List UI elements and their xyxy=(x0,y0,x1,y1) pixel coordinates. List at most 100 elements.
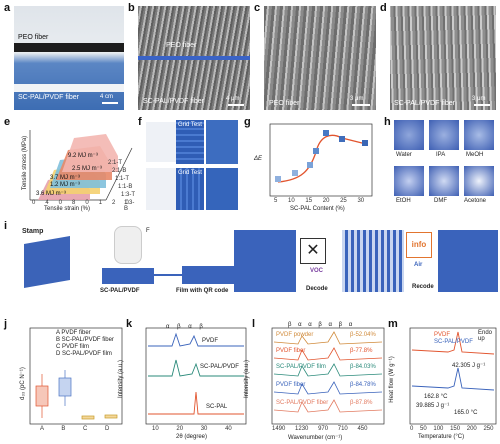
e-xticks: 04080120 xyxy=(32,200,139,206)
grid-tile xyxy=(176,120,204,164)
k-peaks: α β α β xyxy=(166,324,203,330)
scale-text: 4 μm xyxy=(226,96,240,102)
l-peaks: β α α β α β α xyxy=(288,322,353,328)
m-annot-1: 42.305 J g⁻¹ xyxy=(452,363,486,369)
l-series-3: SC-PAL/PVDF film xyxy=(276,364,326,370)
l-fraction-4: β-84.78% xyxy=(350,382,376,388)
film-qr-icon xyxy=(182,266,236,284)
brush-icon xyxy=(146,122,176,162)
prop-tick-2: 2:1-B xyxy=(112,168,127,174)
panel-m-dsc: PVDF SC-PAL/PVDF 42.305 J g⁻¹ 162.8 °C 3… xyxy=(389,320,498,442)
series-1 xyxy=(273,331,383,345)
press-icon xyxy=(114,226,142,264)
voc-label: VOC xyxy=(310,268,324,274)
grid-tile-brush xyxy=(206,120,238,164)
prop-tick-1: 2:1-T xyxy=(108,160,123,166)
scpal-fiber-label: SC-PAL/PVDF fiber xyxy=(18,94,79,101)
film-qr-label: Film with QR code xyxy=(176,288,229,294)
l-ylabel: Intensity (a.u.) xyxy=(244,359,251,399)
energy-label-1: 9.2 MJ m⁻³ xyxy=(68,153,98,159)
box-c xyxy=(81,415,95,420)
l-series-2: PVDF fiber xyxy=(276,348,306,354)
energy-label-3: 3.7 MJ m⁻³ xyxy=(50,175,80,181)
series-5 xyxy=(273,399,383,413)
k-series-3: SC-PAL xyxy=(206,404,228,410)
film-sample xyxy=(234,230,296,292)
l-series-5: SC-PAL/PVDF fiber xyxy=(276,400,329,406)
solvent-label: Acetone xyxy=(464,198,487,204)
film-label: SC-PAL/PVDF xyxy=(100,288,140,294)
scale-text: 3 μm xyxy=(472,96,486,102)
k-xticks: 10 20 30 40 xyxy=(152,426,232,432)
box-b xyxy=(58,377,72,397)
m-xlabel: Temperature (°C) xyxy=(418,434,465,440)
l-fraction-3: β-84.03% xyxy=(350,364,376,370)
series-scpal xyxy=(148,391,244,415)
panel-k-xrd: PVDF SC-PAL/PVDF SC-PAL α β α β Intensit… xyxy=(118,320,250,442)
prop-tick-4: 1:1-B xyxy=(118,184,133,190)
solvent-tile xyxy=(394,166,424,196)
l-xticks: 1490 1230 970 710 450 xyxy=(272,426,368,432)
prop-tick-6: 1:3-B xyxy=(124,200,135,212)
panel-i-qr-workflow: Stamp F SC-PAL/PVDF Film with QR code ✕ … xyxy=(14,222,498,314)
data-point xyxy=(362,140,368,146)
solvent-label: IPA xyxy=(436,152,446,158)
scale-bar xyxy=(102,102,118,104)
m-xticks: 0 50 100 150 200 250 xyxy=(410,426,494,432)
panel-label-j: j xyxy=(4,318,8,330)
scpal-fiber-label: SC-PAL/PVDF fiber xyxy=(394,100,455,107)
stamp-icon xyxy=(24,235,70,289)
panel-d-sem: SC-PAL/PVDF fiber 3 μm xyxy=(390,6,496,110)
energy-label-2: 2.5 MJ m⁻³ xyxy=(72,166,102,172)
prop-tick-5: 1:3-T xyxy=(121,192,136,198)
data-point xyxy=(307,162,313,168)
g-ylabel: ΔE xyxy=(254,156,263,162)
panel-label-m: m xyxy=(388,318,398,330)
data-point xyxy=(339,136,345,142)
data-point xyxy=(292,170,298,176)
cross-icon: ✕ xyxy=(300,238,326,264)
force-label: F xyxy=(146,228,150,234)
e-ylabel: Tensile stress (MPa) xyxy=(22,135,29,191)
panel-label-l: l xyxy=(252,318,256,330)
l-series-4: PVDF fiber xyxy=(276,382,306,388)
dsc-scpal-pvdf xyxy=(411,367,495,391)
scpal-fiber-label: SC-PAL/PVDF fiber xyxy=(143,98,204,105)
panel-label-k: k xyxy=(126,318,133,330)
qr-code-sample xyxy=(342,230,404,292)
m-legend-2: SC-PAL/PVDF xyxy=(434,339,473,345)
l-fraction-5: β-87.8% xyxy=(350,400,373,406)
l-fraction-2: β-77.8% xyxy=(350,348,373,354)
peo-fiber-label: PEO fiber xyxy=(269,100,300,107)
data-point xyxy=(275,176,281,182)
decode-label: Decode xyxy=(306,286,328,292)
dsc-pvdf xyxy=(411,331,495,355)
panel-a-photo: PEO fiber SC-PAL/PVDF fiber 4 cm xyxy=(14,6,124,110)
peo-fiber-strip xyxy=(14,43,124,52)
grid-test-label-1: Grid Test xyxy=(178,122,202,128)
g-xticks: 5 10 15 20 25 30 xyxy=(274,198,365,204)
stamp-label: Stamp xyxy=(22,228,44,235)
panel-label-d: d xyxy=(380,2,387,14)
box-a xyxy=(35,385,49,407)
recoded-film xyxy=(438,230,498,292)
l-fraction-1: β-52.04% xyxy=(350,332,376,338)
solvent-tile xyxy=(429,166,459,196)
panel-h-solvents: Water IPA MeOH EtOH DMF Acetone xyxy=(392,120,496,212)
arrow xyxy=(154,274,184,276)
panel-label-g: g xyxy=(244,116,251,128)
k-xlabel: 2θ (degree) xyxy=(176,434,208,440)
solvent-label: MeOH xyxy=(466,152,484,158)
panel-label-h: h xyxy=(384,116,391,128)
series-3 xyxy=(273,363,383,377)
panel-label-b: b xyxy=(128,2,135,14)
data-point xyxy=(313,148,319,154)
scale-bar xyxy=(474,104,490,106)
solvent-label: DMF xyxy=(434,198,447,204)
panel-e-stress-strain-3d: 9.2 MJ m⁻³ 2.5 MJ m⁻³ 3.7 MJ m⁻³ 1.2 MJ … xyxy=(8,118,136,214)
m-annot-3: 39.885 J g⁻¹ xyxy=(416,403,450,409)
grid-tile-2 xyxy=(176,168,204,210)
peo-fiber-label: PEO fiber xyxy=(18,34,49,41)
